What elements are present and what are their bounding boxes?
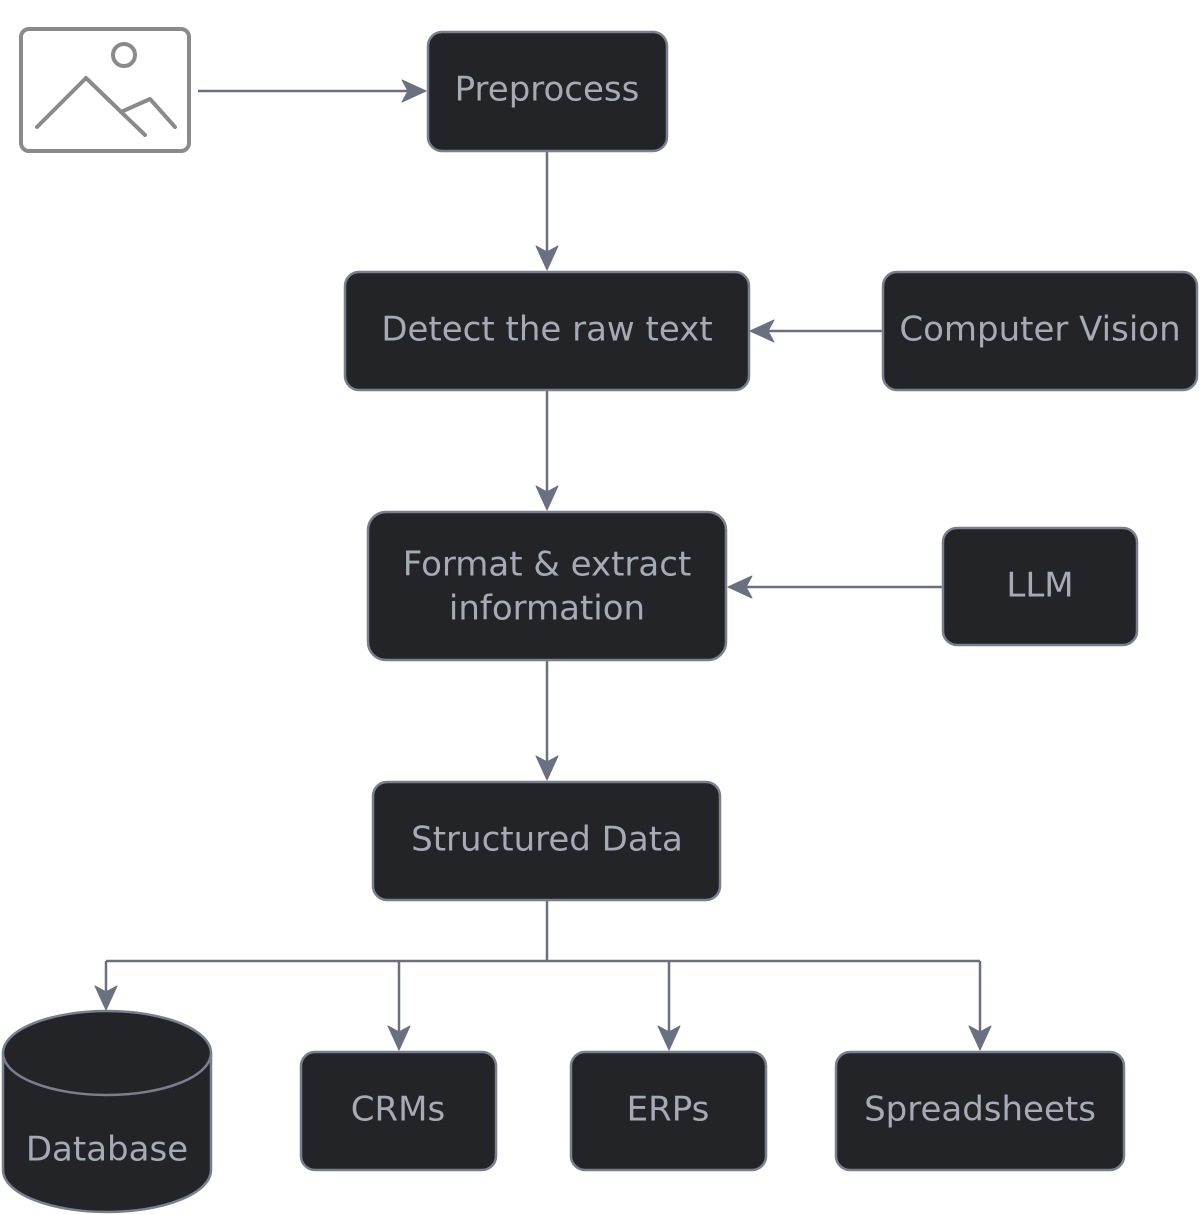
arrowhead-format-left: [727, 575, 753, 599]
database-cylinder-icon: [1, 1009, 213, 1214]
node-format-label-line2: information: [449, 589, 645, 629]
arrowhead-structured: [535, 755, 559, 781]
arrowhead-detect: [535, 245, 559, 271]
node-spreadsheets: Spreadsheets: [834, 1050, 1126, 1172]
node-erps: ERPs: [569, 1050, 768, 1172]
node-format-extract: Format & extract information: [366, 510, 728, 662]
arrowhead-crms: [387, 1025, 411, 1051]
arrowhead-spreadsheets: [968, 1025, 992, 1051]
node-database: Database: [1, 1009, 213, 1214]
node-crms-label: CRMs: [351, 1090, 445, 1130]
node-erps-label: ERPs: [627, 1090, 710, 1130]
arrowhead-database: [94, 985, 118, 1011]
node-computer-vision: Computer Vision: [881, 270, 1199, 392]
arrowhead-detect-left: [749, 319, 775, 343]
node-structured-label: Structured Data: [411, 820, 683, 860]
node-format-label-line1: Format & extract: [403, 545, 692, 585]
database-cylinder-top: [1, 1052, 213, 1097]
image-icon: [19, 27, 191, 153]
node-llm-label: LLM: [1006, 566, 1073, 606]
node-database-label: Database: [26, 1130, 188, 1170]
node-computer-vision-label: Computer Vision: [899, 310, 1180, 350]
node-spreadsheets-label: Spreadsheets: [864, 1090, 1096, 1130]
node-detect-label: Detect the raw text: [381, 310, 712, 350]
node-llm: LLM: [941, 526, 1139, 647]
node-preprocess: Preprocess: [426, 30, 669, 153]
arrowhead-format: [535, 485, 559, 511]
node-structured-data: Structured Data: [371, 780, 722, 902]
node-preprocess-label: Preprocess: [455, 70, 640, 110]
arrowhead-erps: [657, 1025, 681, 1051]
node-detect-raw-text: Detect the raw text: [343, 270, 751, 392]
edges: [94, 79, 992, 1051]
arrowhead-preprocess: [401, 79, 427, 103]
node-crms: CRMs: [299, 1050, 498, 1172]
